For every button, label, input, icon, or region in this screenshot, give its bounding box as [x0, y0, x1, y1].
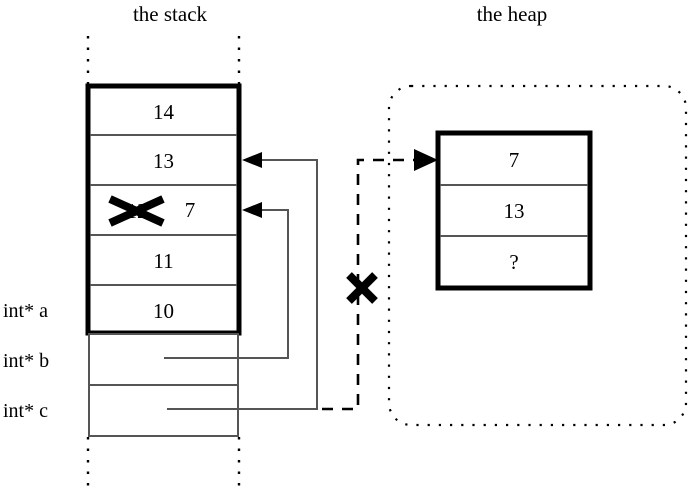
stack-cell-value-3: 11	[153, 249, 174, 273]
var-label-c: int* c	[3, 400, 48, 422]
stack-cell-value-0: 14	[153, 100, 174, 124]
stack-frame-box	[85, 83, 242, 336]
heap-cell-value-1: 13	[503, 199, 525, 223]
cancelled-pointer-arrow-head	[414, 149, 438, 171]
stack-cell-value-2-old: 12	[126, 199, 148, 223]
var-label-a: int* a	[3, 300, 48, 322]
stack-cell-value-4: 10	[153, 299, 174, 323]
stack-cell-value-2-new: 7	[184, 198, 196, 222]
cancelled-pointer-dashed-arrow	[322, 158, 423, 411]
stack-cell-value-1: 13	[153, 149, 174, 173]
heap-cell-value-0: 7	[508, 148, 520, 172]
heap-block-box	[435, 130, 593, 291]
pointer-arrow-b-to-stack	[164, 209, 289, 359]
pointer-arrow-b-head	[242, 202, 262, 218]
heap-title: the heap	[476, 2, 548, 26]
heap-cell-value-2: ?	[509, 250, 519, 274]
var-label-b: int* b	[3, 350, 50, 372]
cancel-x-mark	[346, 272, 378, 304]
strikeout-x-mark	[108, 195, 165, 227]
pointer-arrow-c-to-stack	[167, 159, 318, 410]
pointer-arrow-c-head	[242, 152, 262, 168]
stack-title: the stack	[132, 2, 208, 26]
